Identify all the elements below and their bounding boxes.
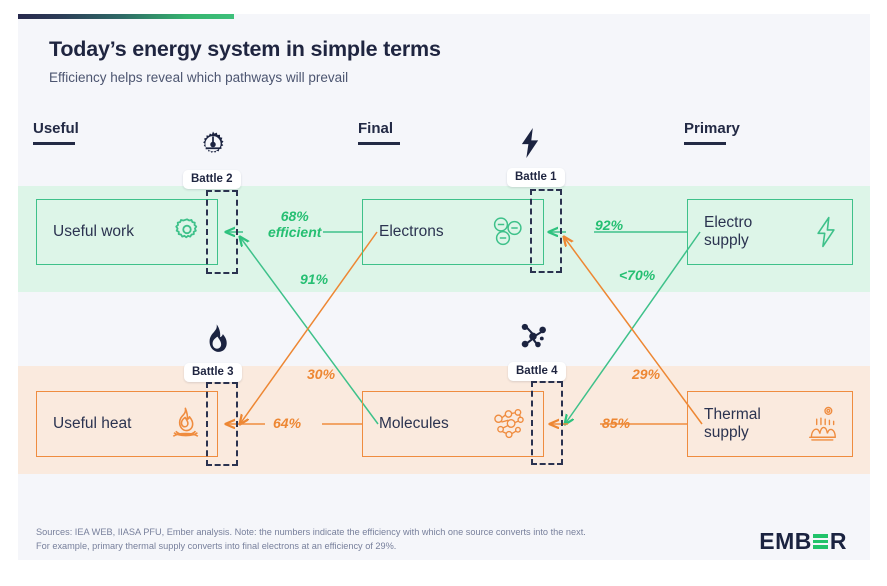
molecule-icon: [516, 320, 550, 354]
ember-logo-left: EMB: [759, 528, 812, 554]
battle-chip-4[interactable]: Battle 4: [508, 362, 566, 381]
column-header-useful-rule: [33, 142, 75, 145]
gear-outline-icon: [171, 216, 203, 248]
node-electro-supply-label: Electro supply: [704, 214, 752, 250]
column-header-final-label: Final: [358, 120, 394, 137]
electrons-icon: [491, 215, 529, 249]
node-thermal-supply[interactable]: Thermal supply: [687, 391, 853, 457]
page-subtitle: Efficiency helps reveal which pathways w…: [49, 70, 349, 85]
accent-bar: [18, 14, 234, 19]
battle-bracket-3: [206, 382, 238, 466]
page-title: Today’s energy system in simple terms: [49, 37, 441, 61]
flow-label-68: 68% efficient: [268, 208, 322, 240]
battle-chip-1[interactable]: Battle 1: [507, 168, 565, 187]
flow-label-91: 91%: [300, 271, 329, 287]
ember-logo-right: R: [829, 528, 847, 554]
node-electro-supply-line2: supply: [704, 232, 749, 249]
node-useful-heat-label: Useful heat: [53, 415, 132, 433]
battle-chip-2[interactable]: Battle 2: [183, 170, 241, 189]
flow-label-64: 64%: [273, 415, 302, 431]
footnote: Sources: IEA WEB, IIASA PFU, Ember analy…: [36, 527, 586, 552]
battle-bracket-1: [530, 189, 562, 273]
node-electro-supply[interactable]: Electro supply: [687, 199, 853, 265]
node-thermal-supply-line2: supply: [704, 424, 749, 441]
flame-icon: [199, 322, 233, 356]
node-useful-work-label: Useful work: [53, 223, 134, 241]
flow-label-92: 92%: [595, 217, 624, 233]
flow-label-85: 85%: [602, 415, 631, 431]
campfire-icon: [169, 406, 203, 442]
bolt-icon: [513, 126, 547, 160]
flow-label-68-efficient: efficient: [268, 223, 322, 240]
node-electro-supply-line1: Electro: [704, 214, 753, 232]
column-header-useful: Useful: [33, 120, 79, 145]
lightning-outline-icon: [814, 216, 838, 248]
node-electrons-label: Electrons: [379, 223, 444, 241]
battle-chip-3[interactable]: Battle 3: [184, 363, 242, 382]
node-molecules-label: Molecules: [379, 415, 449, 433]
column-header-primary-rule: [684, 142, 726, 145]
column-header-final: Final: [358, 120, 400, 145]
band-electricity: [18, 186, 870, 292]
flow-label-29: 29%: [632, 366, 661, 382]
node-useful-heat[interactable]: Useful heat: [36, 391, 218, 457]
battle-bracket-4: [531, 381, 563, 465]
column-header-useful-label: Useful: [33, 120, 79, 137]
ember-logo: EMB R: [759, 528, 847, 555]
column-header-primary: Primary: [684, 120, 740, 145]
node-useful-work[interactable]: Useful work: [36, 199, 218, 265]
flow-label-68-value: 68%: [280, 208, 309, 224]
power-plant-icon: [806, 406, 838, 442]
node-molecules[interactable]: Molecules: [362, 391, 544, 457]
node-thermal-supply-label: Thermal supply: [704, 406, 761, 442]
flow-label-30: 30%: [307, 366, 336, 382]
gear-icon: [196, 128, 230, 162]
node-thermal-supply-line1: Thermal: [704, 406, 761, 424]
flow-label-70: <70%: [619, 267, 656, 283]
ember-logo-bars-icon: [813, 534, 829, 549]
column-header-final-rule: [358, 142, 400, 145]
node-electrons[interactable]: Electrons: [362, 199, 544, 265]
battle-bracket-2: [206, 190, 238, 274]
column-header-primary-label: Primary: [684, 120, 740, 137]
molecule-outline-icon: [489, 405, 529, 443]
